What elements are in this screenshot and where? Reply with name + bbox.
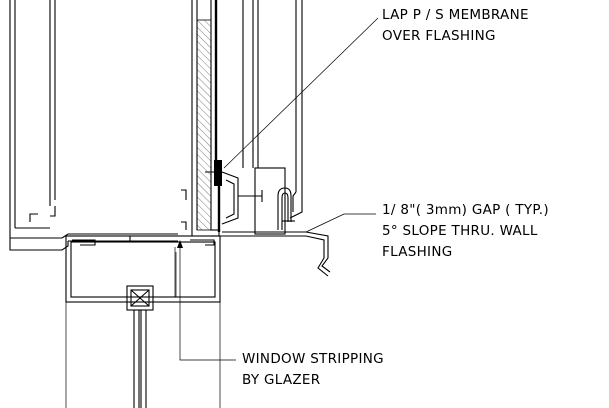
membrane-leader: [223, 17, 379, 169]
stripping-note-line-1: WINDOW STRIPPING: [242, 351, 384, 367]
stripping-note-line-2: BY GLAZER: [242, 372, 321, 388]
gap-note-line-1: 1/ 8"( 3mm) GAP ( TYP.): [382, 202, 549, 218]
through-wall-flashing: [210, 229, 331, 277]
membrane-note-line-2: OVER FLASHING: [382, 28, 496, 44]
interior-wall-frame: [9, 0, 56, 234]
window-frame: [65, 235, 221, 303]
gap-note-line-2: 5° SLOPE THRU. WALL: [382, 223, 538, 239]
interior-sill: [9, 233, 178, 251]
stripping-leader: [179, 243, 236, 361]
gap-note-line-3: FLASHING: [382, 244, 453, 260]
exterior-sheathing: [181, 0, 212, 236]
clip-bracket: [205, 171, 263, 225]
leader-lines: [177, 17, 379, 361]
stripping-note: WINDOW STRIPPING BY GLAZER: [242, 349, 384, 391]
gap-leader: [305, 213, 376, 233]
cladding-studs: [242, 0, 303, 235]
j-flashing: [277, 187, 295, 230]
glazing-units: [65, 285, 221, 408]
gap-note: 1/ 8"( 3mm) GAP ( TYP.) 5° SLOPE THRU. W…: [382, 200, 549, 263]
stripping-arrowhead: [177, 240, 183, 248]
membrane-note: LAP P / S MEMBRANE OVER FLASHING: [382, 5, 529, 47]
membrane-note-line-1: LAP P / S MEMBRANE: [382, 7, 529, 23]
ps-membrane: [214, 0, 222, 232]
